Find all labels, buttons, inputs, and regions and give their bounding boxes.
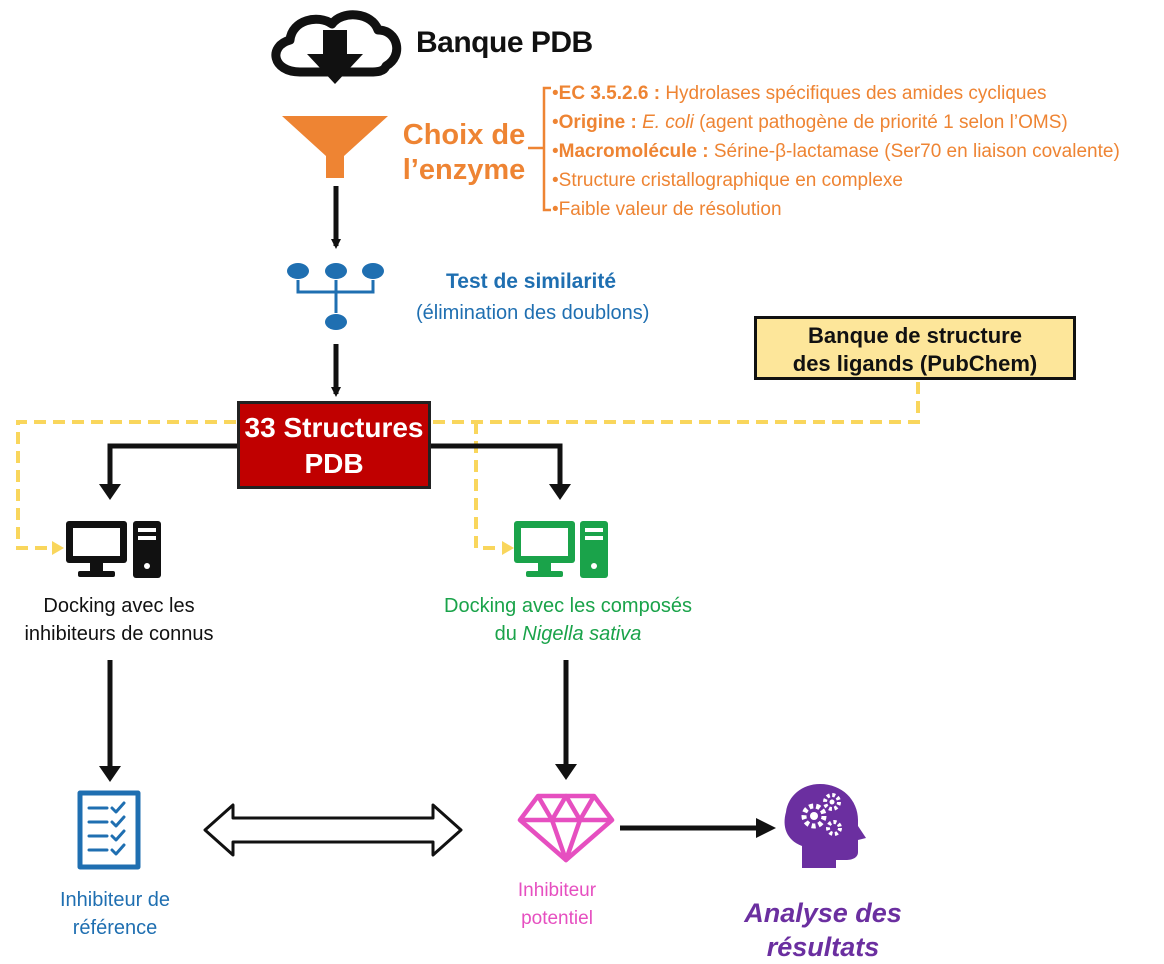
- analysis-line1: Analyse des: [744, 898, 902, 928]
- arrowhead-potential: [555, 764, 577, 780]
- docking-nigella-prefix: du: [494, 623, 523, 645]
- pdb-bank-label: Banque PDB: [416, 26, 593, 59]
- criteria-key: Origine :: [558, 112, 637, 133]
- criteria-text: Sérine-β-lactamase (Ser70 en liaison cov…: [708, 141, 1120, 162]
- analysis-line2: résultats: [766, 932, 880, 962]
- similarity-title: Test de similarité: [446, 270, 617, 293]
- analysis-label: Analyse des résultats: [718, 896, 928, 964]
- reference-inhibitor-line2: référence: [72, 917, 158, 939]
- criteria-item: EC 3.5.2.6 : Hydrolases spécifiques des …: [552, 79, 1120, 108]
- potential-inhibitor-line1: Inhibiteur: [517, 880, 597, 901]
- criteria-italic: E. coli: [642, 112, 694, 133]
- computer-icon: [66, 521, 161, 578]
- dashed-arrowhead-right: [502, 541, 514, 555]
- pdb-structures-line1: 33 Structures: [244, 412, 424, 443]
- docking-known-line2: inhibiteurs de connus: [24, 623, 214, 645]
- criteria-bracket: [528, 86, 551, 212]
- criteria-text: Structure cristallographique en complexe: [558, 170, 903, 191]
- docking-nigella-line2: du Nigella sativa: [428, 620, 708, 648]
- hierarchy-icon: [287, 263, 384, 330]
- cloud-download-icon: [271, 10, 402, 84]
- criteria-text: Hydrolases spécifiques des amides cycliq…: [660, 83, 1047, 104]
- criteria-key: EC 3.5.2.6 :: [558, 83, 661, 104]
- ligand-bank-box: Banque de structure des ligands (PubChem…: [754, 316, 1076, 380]
- reference-inhibitor-line1: Inhibiteur de: [59, 889, 171, 911]
- criteria-item: Structure cristallographique en complexe: [552, 166, 1120, 195]
- similarity-subtitle: (élimination des doublons): [416, 302, 650, 324]
- docking-nigella-species: Nigella sativa: [522, 623, 642, 645]
- docking-nigella-line1: Docking avec les composés: [444, 595, 692, 617]
- ligand-dashed-lines: [16, 382, 920, 550]
- ligand-bank-line1: Banque de structure: [808, 323, 1022, 348]
- enzyme-choice-line2: l’enzyme: [402, 154, 526, 186]
- diamond-icon: [517, 793, 615, 863]
- potential-inhibitor-label: Inhibiteur potentiel: [487, 877, 627, 933]
- funnel-icon: [282, 116, 388, 178]
- criteria-item: Origine : E. coli (agent pathogène de pr…: [552, 108, 1120, 137]
- enzyme-choice-line1: Choix de: [402, 119, 526, 151]
- criteria-item: Faible valeur de résolution: [552, 195, 1120, 224]
- checklist-icon: [77, 790, 141, 870]
- branch-arrowhead-right: [549, 484, 571, 500]
- brain-gears-icon: [784, 784, 866, 868]
- criteria-text: Faible valeur de résolution: [558, 199, 782, 220]
- pdb-structures-line2: PDB: [304, 448, 364, 479]
- docking-known-label: Docking avec les inhibiteurs de connus: [8, 592, 230, 648]
- criteria-item: Macromolécule : Sérine-β-lactamase (Ser7…: [552, 137, 1120, 166]
- potential-inhibitor-line2: potentiel: [521, 908, 593, 929]
- reference-inhibitor-label: Inhibiteur de référence: [30, 886, 200, 942]
- docking-nigella-label: Docking avec les composés du Nigella sat…: [428, 592, 708, 648]
- criteria-list: EC 3.5.2.6 : Hydrolases spécifiques des …: [552, 79, 1120, 224]
- ligand-bank-line2: des ligands (PubChem): [792, 351, 1038, 376]
- branch-arrows: [107, 443, 563, 488]
- arrowhead-analysis: [756, 818, 776, 838]
- branch-arrowhead-left: [99, 484, 121, 500]
- criteria-key: Macromolécule :: [558, 141, 709, 162]
- enzyme-choice-label: Choix de l’enzyme: [400, 118, 528, 188]
- double-arrow: [203, 803, 463, 857]
- docking-known-line1: Docking avec les: [43, 595, 195, 617]
- dashed-arrowhead-left: [52, 541, 64, 555]
- pdb-structures-box: 33 Structures PDB: [237, 401, 431, 489]
- arrowhead-reference: [99, 766, 121, 782]
- criteria-text: (agent pathogène de priorité 1 selon l’O…: [693, 112, 1068, 133]
- computer-icon: [514, 521, 608, 578]
